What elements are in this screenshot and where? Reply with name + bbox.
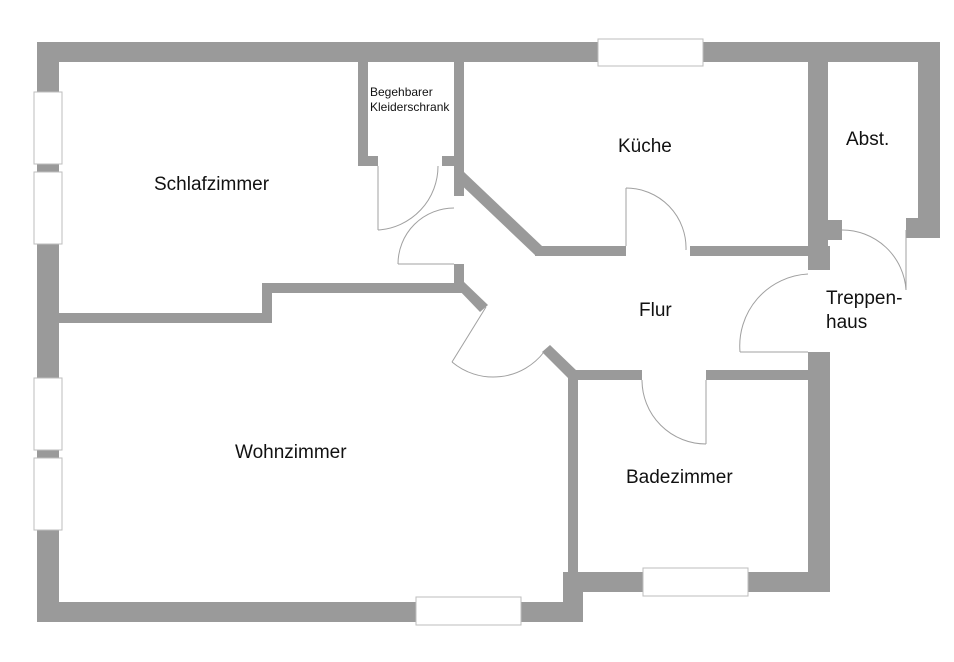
label-schlafzimmer: Schlafzimmer — [154, 174, 270, 195]
door-storage — [841, 229, 907, 291]
wall-top — [37, 42, 940, 62]
windows — [33, 38, 749, 626]
window-bedroom-1 — [33, 91, 63, 165]
window-living-2 — [33, 457, 63, 531]
window-living-1 — [33, 377, 63, 451]
wall-living-diagonal-upper — [456, 281, 488, 312]
wall-kitchen-bottom-left — [535, 246, 626, 256]
wall-bed-living-left — [59, 313, 272, 323]
window-kitchen — [597, 38, 704, 67]
wall-kitchen-left — [454, 62, 464, 196]
wall-closet-left — [358, 62, 368, 164]
wall-storage-door-stub — [808, 220, 842, 240]
wall-closet-bottom-left — [358, 156, 378, 166]
label-kleiderschrank-line2: Kleiderschrank — [370, 100, 450, 114]
door-kitchen — [625, 187, 687, 251]
label-wohnzimmer: Wohnzimmer — [235, 442, 347, 463]
label-kueche: Küche — [618, 136, 672, 157]
wall-right-bath — [808, 352, 830, 592]
label-treppenhaus-line1: Treppen- — [826, 288, 902, 309]
wall-storage-bottom-stub — [906, 218, 940, 238]
door-living — [451, 306, 545, 378]
wall-kitchen-bottom-right — [690, 246, 830, 256]
wall-kitchen-right — [808, 62, 828, 268]
wall-bath-left — [568, 370, 578, 572]
door-closet — [377, 165, 439, 231]
wall-bed-living-right — [262, 283, 464, 293]
wall-bath-top-right — [706, 370, 830, 380]
room-labels: Schlafzimmer Begehbarer Kleiderschrank K… — [154, 85, 902, 488]
wall-flur-right-stub — [808, 256, 830, 270]
interior-walls — [59, 62, 842, 572]
window-bedroom-2 — [33, 171, 63, 245]
window-bathroom — [642, 567, 749, 597]
exterior-walls — [37, 42, 940, 622]
door-bedroom — [397, 207, 455, 265]
label-treppenhaus-line2: haus — [826, 312, 867, 333]
wall-kitchen-diagonal — [454, 172, 542, 255]
label-flur: Flur — [639, 300, 672, 321]
doors — [377, 165, 907, 445]
door-entrance — [739, 273, 809, 353]
label-abst: Abst. — [846, 129, 889, 150]
window-living-bottom — [415, 596, 522, 626]
wall-bath-top-left — [568, 370, 642, 380]
door-bathroom — [641, 379, 707, 445]
label-badezimmer: Badezimmer — [626, 467, 733, 488]
wall-right-storage — [918, 42, 940, 238]
label-kleiderschrank-line1: Begehbarer — [370, 85, 433, 99]
